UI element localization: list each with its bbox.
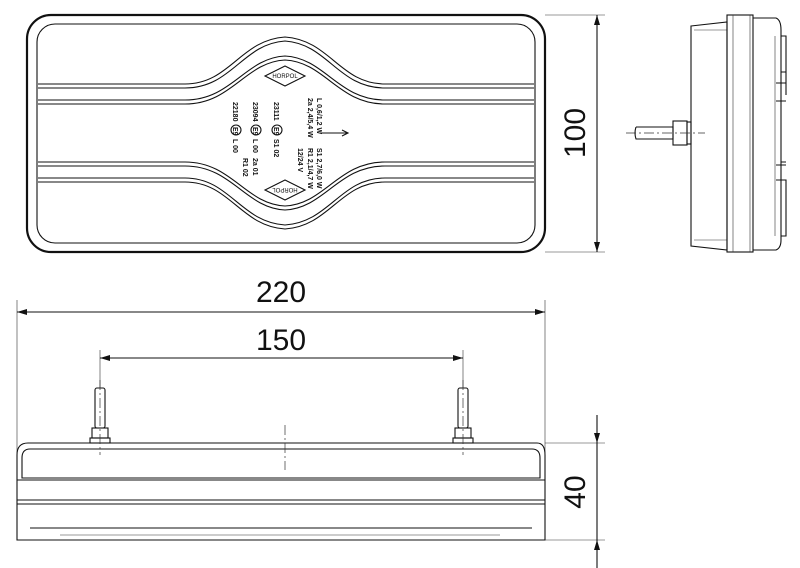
svg-text:R1 2,1/4,7 W: R1 2,1/4,7 W: [306, 148, 313, 189]
svg-text:22180: 22180: [231, 102, 238, 122]
dimension-depth: 40: [545, 415, 605, 568]
svg-text:E9: E9: [272, 127, 279, 136]
e-mark-icon: [250, 124, 262, 136]
svg-text:S1 2,7/6,0 W: S1 2,7/6,0 W: [315, 148, 322, 189]
svg-text:12/24 V: 12/24 V: [296, 148, 303, 172]
svg-text:L 0,6/1,2 W: L 0,6/1,2 W: [315, 98, 322, 134]
approval-marks: E9 E9 E9 22180 23094 23111 L 00 L 00 S1 …: [230, 102, 283, 177]
svg-text:R1 02: R1 02: [241, 158, 248, 177]
svg-text:2a 01: 2a 01: [251, 158, 258, 176]
svg-text:100: 100: [559, 108, 592, 158]
svg-text:23111: 23111: [272, 102, 279, 121]
svg-text:S1 02: S1 02: [272, 139, 279, 157]
e-mark-icon: [271, 124, 283, 136]
stud-left: [89, 380, 111, 455]
svg-text:L 00: L 00: [231, 139, 238, 153]
svg-text:E9: E9: [231, 127, 238, 136]
side-view: [626, 14, 787, 253]
svg-text:2a 2,4/5,4 W: 2a 2,4/5,4 W: [306, 98, 313, 138]
horpol-logo-top: HORPOL: [263, 65, 307, 87]
svg-text:150: 150: [256, 324, 306, 357]
svg-text:HORPOL: HORPOL: [272, 74, 298, 80]
dimension-width: 220: [16, 276, 546, 470]
front-view: HORPOL HORPOL E9 E9 E9 22180 23094 23111…: [25, 13, 547, 254]
lens-outline: [36, 23, 536, 244]
e-mark-icon: [230, 124, 242, 136]
svg-text:220: 220: [256, 276, 306, 309]
housing-outline: [25, 13, 547, 254]
horpol-logo-bottom: HORPOL: [263, 179, 307, 201]
arrow-right-icon: [320, 129, 350, 137]
dimension-height: 100: [545, 14, 605, 253]
stud-right: [452, 380, 474, 455]
bottom-view: [16, 380, 546, 541]
dimension-stud-spacing: 150: [99, 324, 464, 388]
ratings: 2a 2,4/5,4 W L 0,6/1,2 W 12/24 V R1 2,1/…: [296, 98, 350, 189]
svg-text:E9: E9: [251, 127, 258, 136]
svg-text:L 00: L 00: [251, 139, 258, 153]
svg-text:40: 40: [559, 475, 592, 508]
svg-text:HORPOL: HORPOL: [272, 186, 298, 192]
svg-text:23094: 23094: [251, 102, 258, 122]
